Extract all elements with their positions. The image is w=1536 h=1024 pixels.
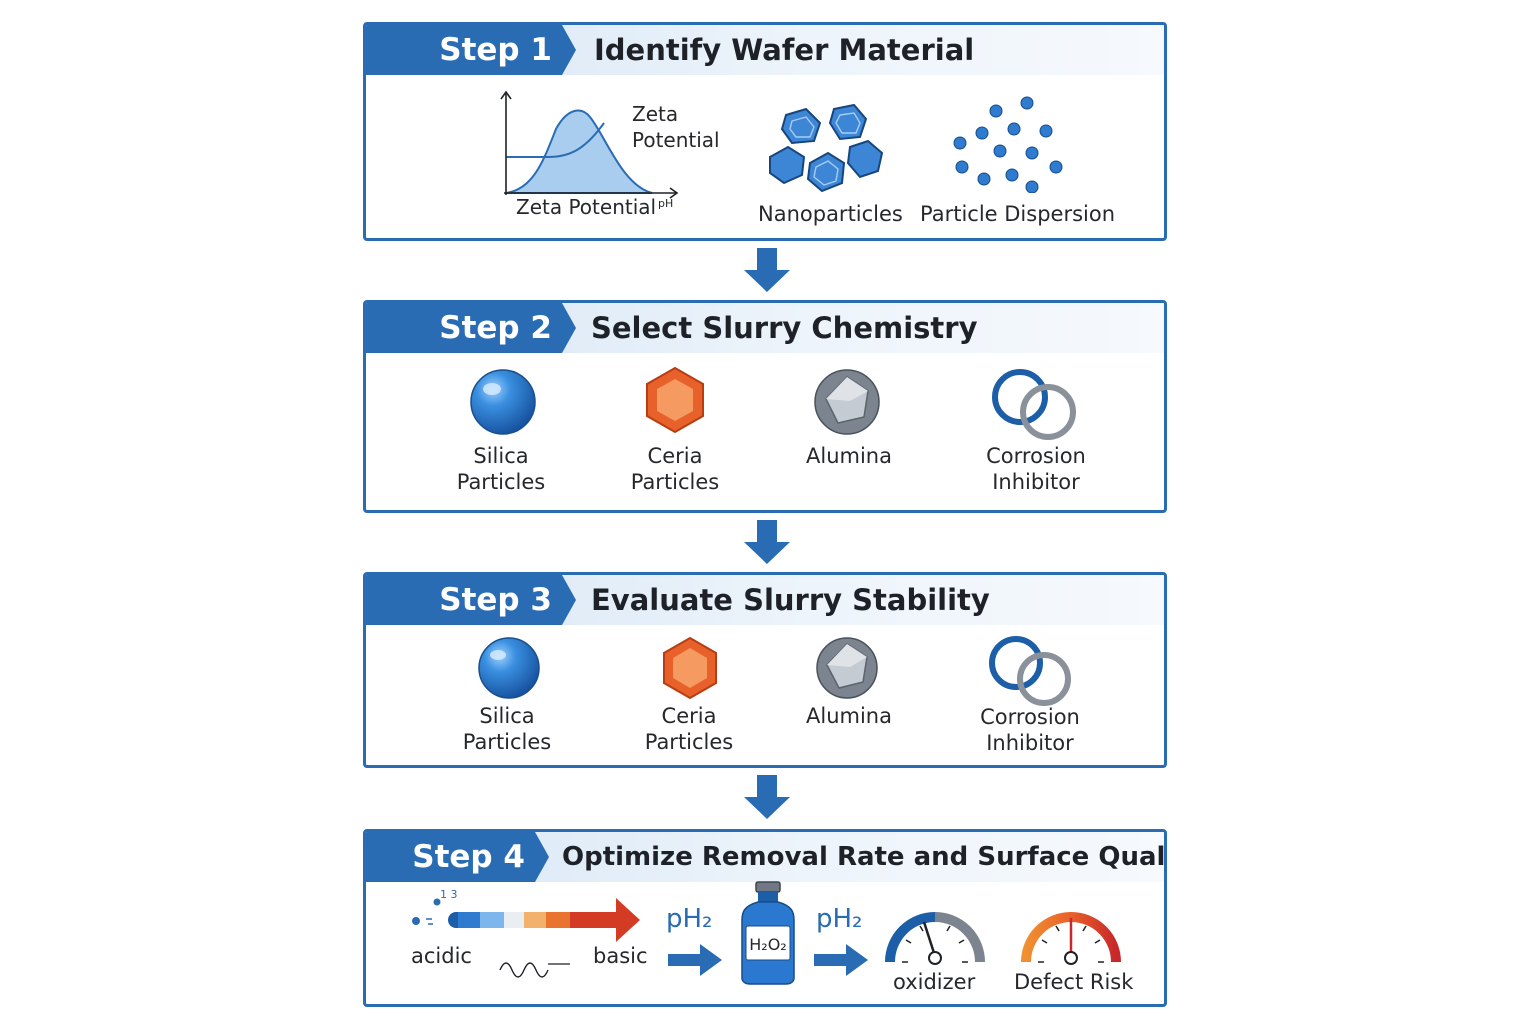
oxidizer-label: oxidizer xyxy=(893,970,976,994)
ceria-hexagon-icon xyxy=(646,366,704,434)
right-arrow-icon xyxy=(814,944,868,976)
ph-scale-bar-icon xyxy=(412,898,640,978)
step2-tag: Step 2 xyxy=(366,303,576,353)
right-arrow-icon xyxy=(668,944,722,976)
defect-risk-gauge-icon xyxy=(1021,912,1121,965)
oxidizer-gauge-icon xyxy=(885,912,985,965)
basic-label: basic xyxy=(593,944,648,968)
step4-title: Optimize Removal Rate and Surface Qualit… xyxy=(562,842,1167,872)
ph-label: pH₂ xyxy=(816,904,863,934)
step1-tag: Step 1 xyxy=(366,25,576,75)
h2o2-bottle-label: H₂O₂ xyxy=(749,935,787,954)
alumina-label: Alumina xyxy=(806,444,892,468)
step2-title: Select Slurry Chemistry xyxy=(591,311,978,345)
ceria-label: Ceria Particles xyxy=(630,444,720,494)
corrosion-inhibitor-label: Corrosion Inhibitor xyxy=(980,705,1080,755)
defect-risk-label: Defect Risk xyxy=(1014,970,1134,994)
particle-dispersion-icon xyxy=(953,96,1063,193)
silica-label: Silica Particles xyxy=(462,704,552,754)
silica-sphere-icon xyxy=(470,369,536,435)
zeta-axis-unit: pH xyxy=(658,197,674,210)
step2-panel: Step 2 Select Slurry Chemistry Silica Pa… xyxy=(363,300,1167,513)
down-arrow-icon xyxy=(744,248,790,292)
silica-label: Silica Particles xyxy=(456,444,546,494)
corrosion-inhibitor-rings-icon xyxy=(989,636,1071,706)
step4-panel: Step 4 Optimize Removal Rate and Surface… xyxy=(363,829,1167,1007)
alumina-polyhedron-icon xyxy=(814,369,880,435)
down-arrow-icon xyxy=(744,775,790,819)
ph-scale-marks: 1 3 xyxy=(440,888,458,901)
nanoparticles-icon xyxy=(769,103,884,193)
step4-tag: Step 4 xyxy=(366,832,549,882)
particle-dispersion-label: Particle Dispersion xyxy=(920,202,1116,226)
ceria-label: Ceria Particles xyxy=(644,704,734,754)
step1-panel: Step 1 Identify Wafer Material Zeta Pote… xyxy=(363,22,1167,241)
down-arrow-icon xyxy=(744,520,790,564)
silica-sphere-icon xyxy=(478,637,540,699)
nanoparticles-label: Nanoparticles xyxy=(758,202,903,226)
alumina-label: Alumina xyxy=(806,704,892,728)
step3-panel: Step 3 Evaluate Slurry Stability Silica … xyxy=(363,572,1167,768)
corrosion-inhibitor-rings-icon xyxy=(992,369,1076,440)
step3-tag: Step 3 xyxy=(366,575,576,625)
h2o2-bottle-icon xyxy=(741,881,795,985)
corrosion-inhibitor-label: Corrosion Inhibitor xyxy=(986,444,1086,494)
zeta-curve-label: Zeta Potential xyxy=(632,102,720,152)
acidic-label: acidic xyxy=(411,944,472,968)
alumina-polyhedron-icon xyxy=(816,637,878,699)
step1-title: Identify Wafer Material xyxy=(594,33,975,67)
ph-label: pH₂ xyxy=(666,904,713,934)
zeta-potential-graph-icon xyxy=(500,90,679,199)
step3-title: Evaluate Slurry Stability xyxy=(591,583,990,617)
ceria-hexagon-icon xyxy=(663,636,717,700)
zeta-axis-label: Zeta Potential xyxy=(516,195,657,219)
